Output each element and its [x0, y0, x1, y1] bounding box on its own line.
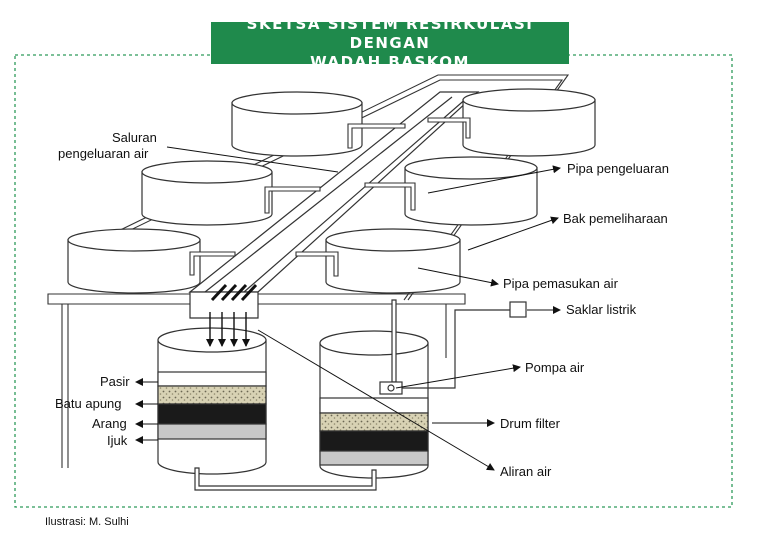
outlet-pipes [189, 117, 471, 277]
label-ijuk: Ijuk [107, 433, 128, 448]
basin-back-right [462, 88, 596, 157]
title-line-1: SKETSA SISTEM RESIRKULASI DENGAN [246, 14, 534, 52]
basin-front-left [67, 228, 201, 294]
label-pasir: Pasir [100, 374, 130, 389]
title-line-2: WADAH BASKOM [310, 52, 470, 71]
basin-mid-left [141, 160, 273, 226]
leader-lines [135, 146, 561, 471]
label-pipa-pengeluaran: Pipa pengeluaran [567, 161, 669, 176]
label-batu-apung: Batu apung [55, 396, 122, 411]
filter-drum-right [319, 330, 429, 479]
label-arang: Arang [92, 416, 127, 431]
basin-back-left [231, 91, 363, 157]
label-pompa-air: Pompa air [525, 360, 585, 375]
filter-drum-left [157, 327, 267, 475]
inflow-arrows [206, 312, 250, 347]
dashed-border [14, 54, 733, 508]
label-saluran-2: pengeluaran air [58, 146, 149, 161]
label-saluran-1: Saluran [112, 130, 157, 145]
pump-assembly [379, 299, 527, 395]
label-aliran-air: Aliran air [500, 464, 552, 479]
label-pipa-pemasukan: Pipa pemasukan air [503, 276, 619, 291]
label-bak-pemeliharaan: Bak pemeliharaan [563, 211, 668, 226]
flow-dashes [210, 283, 258, 302]
credit-text: Ilustrasi: M. Sulhi [45, 516, 129, 528]
basin-front-right [325, 228, 461, 294]
connector-pipe [194, 467, 377, 491]
label-saklar-listrik: Saklar listrik [566, 302, 637, 317]
basin-mid-right [404, 156, 538, 226]
diagram-title: SKETSA SISTEM RESIRKULASI DENGAN WADAH B… [211, 15, 569, 71]
label-drum-filter: Drum filter [500, 416, 561, 431]
outlet-channel [188, 91, 480, 319]
